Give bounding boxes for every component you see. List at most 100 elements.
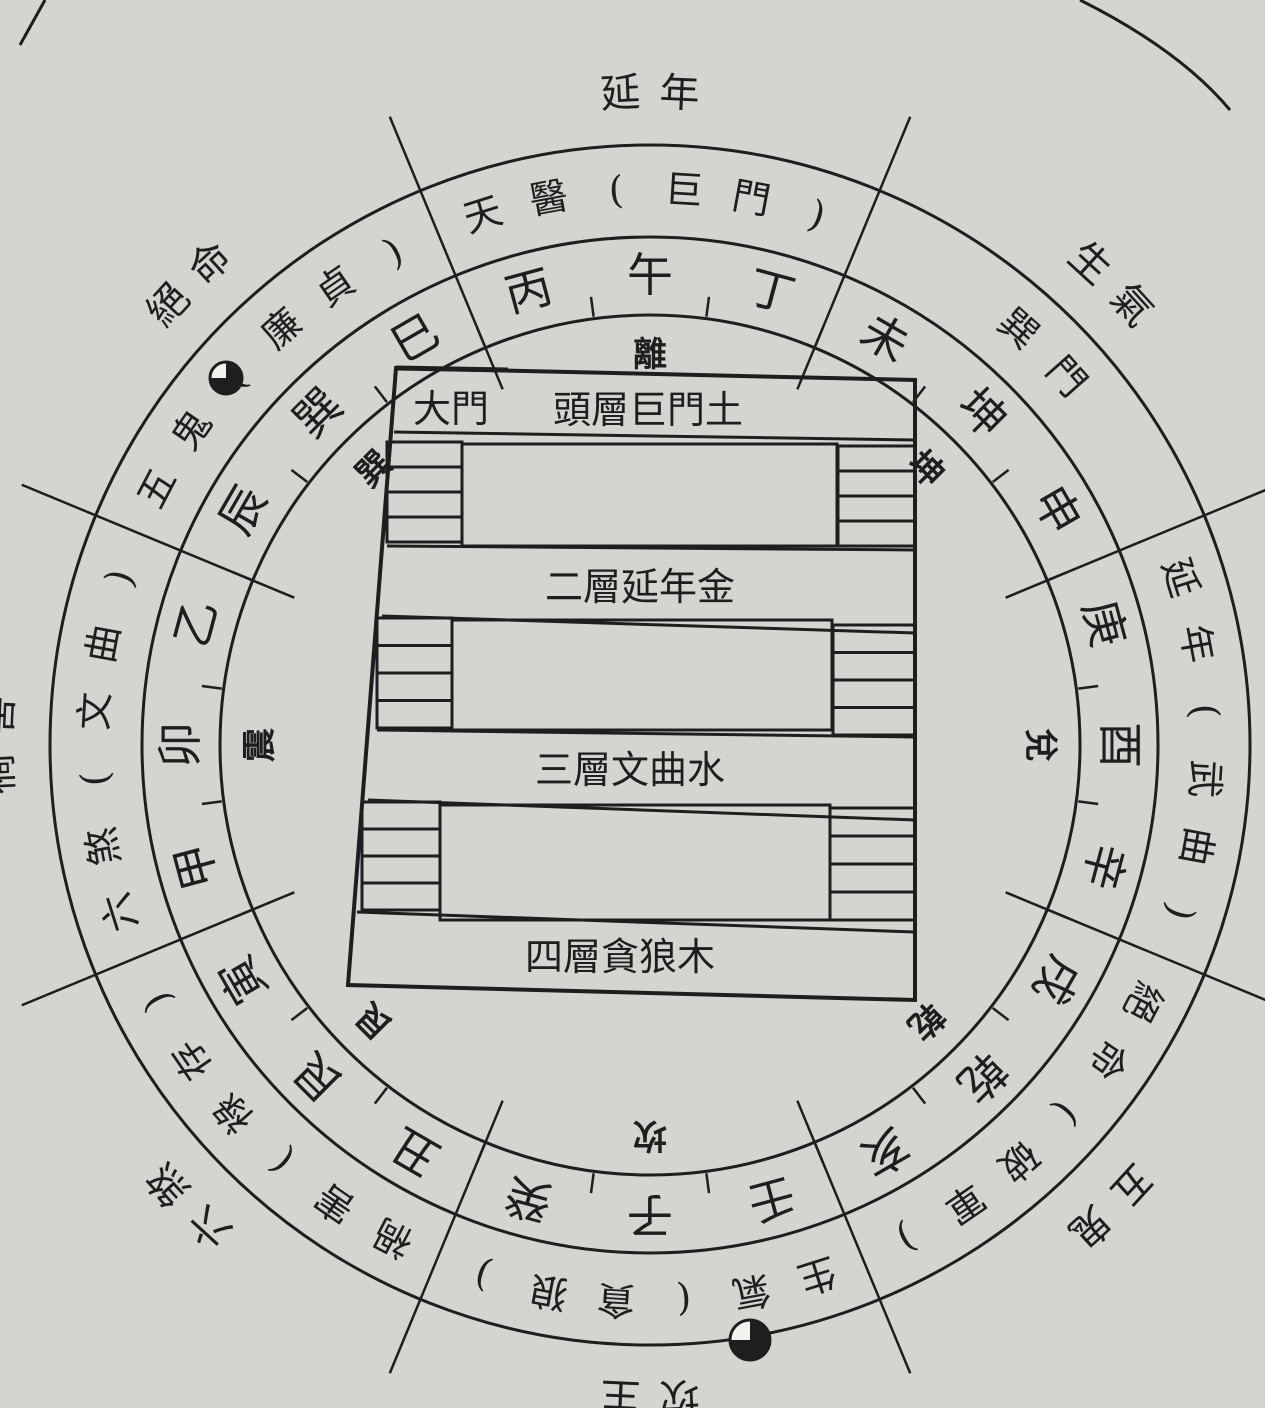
star-label-char: 祿 (205, 1085, 263, 1143)
mountain-zone-label: 壬 (742, 1167, 800, 1231)
mountain-zone-label: 丑 (382, 1117, 449, 1187)
star-label-char: 存 (163, 1032, 221, 1088)
star-label-char: ( (1183, 702, 1228, 719)
star-label-char: ( (73, 770, 118, 787)
zone-tick (373, 1086, 389, 1105)
star-label-char: 文 (72, 691, 118, 732)
outer-label-char: 主 (599, 1372, 641, 1408)
star-label-char: 破 (990, 1132, 1048, 1190)
zone-tick (991, 468, 1010, 484)
star-label-char: ) (377, 229, 410, 275)
zone-tick (475, 1143, 486, 1164)
star-label-char: 巽 (990, 300, 1048, 358)
middle-ring (140, 235, 1160, 1255)
outer-label-char: 六 (180, 1196, 241, 1257)
staircase (375, 616, 454, 730)
floor-label: 二層延年金 (545, 565, 735, 609)
mountain-zone-label: 庚 (1072, 594, 1136, 652)
star-label-char: 煞 (78, 824, 128, 869)
tai-chi-icon (208, 360, 244, 396)
zone-tick (290, 1006, 309, 1022)
mountain-zone-label: 卯 (153, 722, 207, 768)
trigram-label: 離 (633, 335, 667, 375)
zone-tick (475, 326, 486, 347)
mountain-zone-label: 辛 (1072, 837, 1136, 895)
trigram-label: 兌 (1020, 728, 1060, 762)
star-label-char: ) (134, 985, 180, 1018)
outer-label-char: 延 (599, 70, 641, 118)
zone-tick (589, 296, 595, 317)
staircase (828, 806, 917, 922)
page-edge-line (18, 0, 47, 46)
trigram-label: 坎 (633, 1115, 667, 1155)
staircase (831, 623, 917, 737)
markers (208, 360, 772, 1362)
staircases (360, 440, 917, 922)
mountain-zone-label: 艮 (282, 1042, 353, 1113)
zone-tick (1078, 800, 1099, 806)
star-label-char: ( (1045, 1093, 1088, 1133)
door-label: 大門 (413, 387, 489, 431)
door-line (395, 365, 509, 373)
zone-tick (201, 800, 222, 806)
star-label-char: 命 (1079, 1032, 1137, 1088)
star-label-char: 貞 (307, 258, 363, 316)
floor-room (438, 803, 832, 922)
star-label-char: 禍 (366, 1210, 420, 1267)
zone-tick (1078, 684, 1099, 690)
mountain-zone-label: 乙 (164, 594, 228, 652)
mountain-zone-label: 丁 (742, 259, 800, 323)
mountain-zone-label: 戌 (1022, 947, 1092, 1014)
compass-rings (48, 143, 1252, 1347)
zone-tick (231, 570, 252, 581)
star-label-char: ) (1157, 899, 1203, 926)
mountain-zone-label: 巳 (382, 303, 449, 373)
star-label-char: 軍 (937, 1174, 993, 1232)
mountain-zone-label: 亥 (852, 1117, 919, 1187)
star-label-char: ( (675, 1278, 692, 1323)
outer-label-char: 五 (1101, 1154, 1162, 1215)
staircase (836, 444, 917, 548)
building-outline (345, 365, 917, 1003)
mountain-zone-label: 申 (1022, 477, 1092, 544)
floor-label: 四層貪狼木 (525, 935, 715, 979)
floor-band-line (376, 728, 916, 739)
outer-label-char: 害 (0, 694, 23, 736)
star-label-char: 曲 (1172, 824, 1222, 869)
mountain-zone-label: 癸 (499, 1167, 557, 1231)
floor-band-line (356, 910, 916, 934)
star-label-char: 貪 (596, 1277, 637, 1323)
star-label-char: 鬼 (163, 402, 221, 458)
outer-label-char: 生 (1059, 233, 1120, 294)
page-edge-arc (1079, 0, 1232, 111)
floor-label: 三層文曲水 (535, 748, 725, 792)
staircase (360, 800, 442, 912)
star-label-char: 五 (129, 461, 186, 515)
star-label-char: 廉 (253, 300, 311, 358)
mountain-zone-label: 寅 (208, 947, 278, 1014)
inner-ring (218, 313, 1082, 1177)
zone-tick (911, 1086, 927, 1105)
mountain-zone-label: 午 (627, 248, 673, 302)
mountain-zone-label: 辰 (208, 477, 278, 544)
zone-tick (290, 468, 309, 484)
outer-label-char: 年 (659, 70, 701, 118)
trigram-label: 坤 (900, 443, 952, 495)
star-label-char: 延 (1154, 553, 1207, 602)
trigram-label: 震 (240, 727, 280, 762)
star-label-char: ) (96, 564, 142, 591)
zone-tick (705, 296, 711, 317)
outer-label-char: 煞 (138, 1154, 199, 1215)
mountain-zone-label: 坤 (947, 377, 1018, 448)
mountain-zone-label: 巽 (282, 377, 353, 448)
zone-tick (231, 909, 252, 920)
floor-room (460, 442, 839, 548)
star-label-char: 門 (1037, 348, 1095, 406)
star-label-char: ) (804, 191, 831, 237)
star-label-char: 曲 (78, 621, 128, 666)
mountain-zone-label: 甲 (164, 837, 228, 895)
star-label-char: ( (261, 1140, 301, 1183)
